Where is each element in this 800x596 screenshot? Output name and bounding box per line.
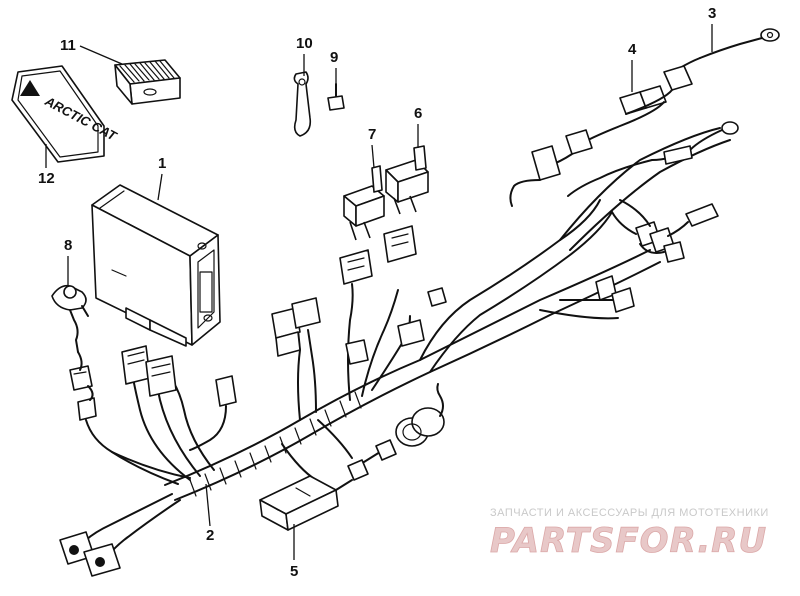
- svg-text:9: 9: [330, 49, 338, 66]
- round-plug: [395, 383, 445, 447]
- decal-label-part-12: ARCTIC CAT: [11, 65, 120, 163]
- callout-1: 1: [157, 155, 166, 201]
- svg-text:7: 7: [368, 126, 376, 143]
- ring-terminal-right: [567, 121, 739, 197]
- svg-text:12: 12: [38, 170, 55, 187]
- callout-2: 2: [205, 483, 214, 544]
- relay-part-7: [343, 165, 385, 241]
- callout-9: 9: [330, 49, 338, 86]
- callout-8: 8: [64, 237, 72, 286]
- sub-harness-part-4: [509, 65, 693, 207]
- relay-part-6: [385, 145, 429, 215]
- relay-socket-left: [339, 249, 373, 285]
- svg-text:10: 10: [296, 35, 313, 52]
- connector-housing-part-5: [259, 439, 397, 531]
- bracket-part-10: [293, 71, 312, 137]
- callout-11: 11: [60, 37, 123, 65]
- small-connector-left-branch: [189, 375, 237, 451]
- connector-pair-upper: [271, 297, 321, 357]
- svg-text:8: 8: [64, 237, 72, 254]
- watermark: ЗАПЧАСТИ И АКСЕССУАРЫ ДЛЯ МОТОТЕХНИКИ PA…: [490, 507, 769, 561]
- relay-socket-right: [383, 225, 417, 263]
- ground-cable-part-3: [679, 28, 780, 69]
- watermark-logo: PARTSFOR.RU: [490, 521, 767, 561]
- callout-10: 10: [296, 35, 313, 76]
- callout-5: 5: [290, 524, 298, 580]
- svg-text:2: 2: [206, 527, 214, 544]
- control-unit-part-1: [91, 184, 221, 347]
- ecu-connector-right: [145, 355, 177, 397]
- svg-text:6: 6: [414, 105, 422, 122]
- callout-12: 12: [38, 144, 55, 187]
- callouts: 11 12 10 9 1 7 6 8: [38, 5, 716, 580]
- callout-3: 3: [708, 5, 716, 52]
- small-connectors-mid: [345, 287, 447, 365]
- bolt-part-9: [327, 83, 345, 111]
- svg-text:11: 11: [60, 37, 76, 54]
- svg-text:1: 1: [158, 155, 166, 172]
- right-connector-cluster: [595, 199, 719, 313]
- svg-text:5: 5: [290, 563, 298, 580]
- svg-text:3: 3: [708, 5, 716, 22]
- callout-6: 6: [414, 105, 422, 148]
- svg-text:4: 4: [628, 41, 637, 58]
- double-connector: [59, 531, 121, 577]
- main-harness-part-2: [85, 127, 731, 557]
- sensor-part-8: [51, 284, 191, 479]
- callout-7: 7: [368, 126, 376, 169]
- watermark-tagline: ЗАПЧАСТИ И АКСЕССУАРЫ ДЛЯ МОТОТЕХНИКИ: [490, 507, 769, 519]
- terminal-block-part-11: [114, 59, 181, 105]
- callout-4: 4: [628, 41, 637, 92]
- watermark-logo-outline: PARTSFOR.RU: [490, 521, 767, 561]
